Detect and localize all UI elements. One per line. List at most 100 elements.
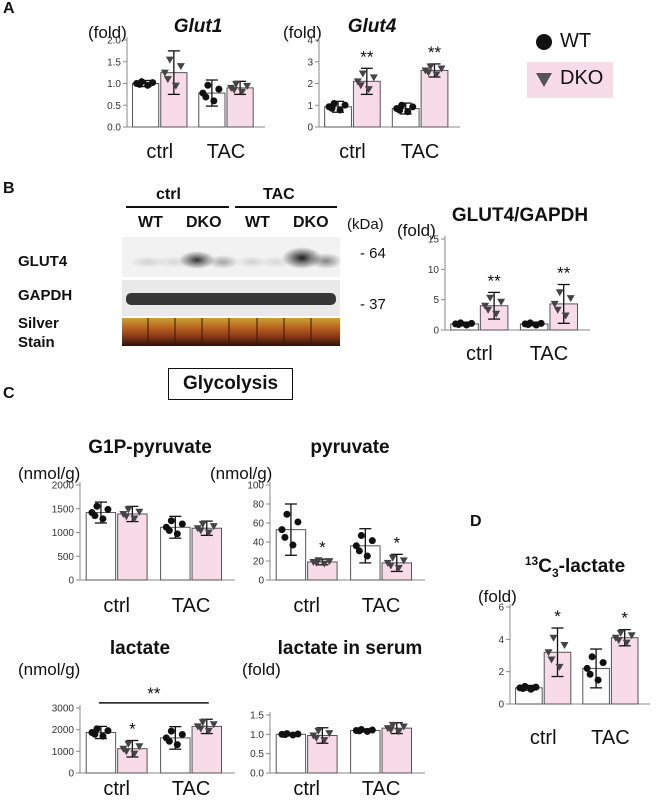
data-point-glut1 bbox=[163, 76, 172, 84]
x-category-label-g1p: ctrl bbox=[103, 595, 130, 617]
chart-title-g1p: G1P-pyruvate bbox=[88, 437, 212, 458]
data-point-g1p bbox=[124, 506, 133, 514]
blot-group-ctrl-line bbox=[126, 206, 229, 208]
blot-lane-1: WT bbox=[138, 214, 163, 231]
bar-lactate-WT-ctrl bbox=[85, 731, 117, 774]
y-tick-label-glut4: 4 bbox=[307, 36, 313, 47]
data-point-g1p bbox=[196, 527, 205, 535]
chart-title-lactate: lactate bbox=[110, 638, 170, 659]
y-tick-label-glut1: 0.0 bbox=[107, 123, 121, 134]
data-point-lactate bbox=[178, 731, 186, 739]
data-point-glut4gapdh bbox=[484, 306, 493, 314]
data-point-c13lactate bbox=[616, 629, 625, 637]
data-point-glut4 bbox=[358, 70, 367, 78]
blot-row-glut4: GLUT4 bbox=[18, 253, 68, 270]
x-category-label-glut4gapdh: ctrl bbox=[466, 343, 493, 365]
data-point-c13lactate bbox=[583, 664, 591, 672]
data-point-pyruvate bbox=[386, 562, 395, 570]
y-tick-label-lactate: 3000 bbox=[52, 704, 75, 715]
data-point-glut1 bbox=[215, 85, 223, 93]
panel-label-a: A bbox=[3, 0, 15, 17]
data-point-pyruvate bbox=[278, 526, 286, 534]
data-point-pyruvate bbox=[281, 533, 289, 541]
x-category-label-c13lactate: ctrl bbox=[530, 727, 557, 749]
data-point-glut4 bbox=[364, 86, 373, 94]
bar-g1p-WT-TAC bbox=[160, 526, 191, 581]
data-point-lactate_serum bbox=[386, 726, 395, 734]
data-point-lactate_serum bbox=[312, 734, 321, 742]
y-tick-label-c13lactate: 2 bbox=[498, 667, 504, 678]
y-tick-label-glut1: 2.0 bbox=[107, 36, 121, 47]
data-point-pyruvate bbox=[294, 518, 302, 526]
y-tick-label-lactate: 0 bbox=[68, 769, 74, 780]
x-category-label-c13lactate: TAC bbox=[591, 727, 630, 749]
data-point-glut4gapdh bbox=[492, 310, 501, 318]
y-tick-label-glut4gapdh: 5 bbox=[433, 295, 439, 306]
data-point-lactate bbox=[167, 727, 175, 735]
data-point-lactate bbox=[91, 730, 99, 738]
panel-label-b: B bbox=[3, 180, 15, 197]
data-point-glut1 bbox=[243, 82, 252, 90]
data-point-g1p bbox=[130, 515, 139, 523]
data-point-c13lactate bbox=[555, 663, 564, 671]
y-tick-label-g1p: 0 bbox=[68, 576, 74, 587]
bar-glut4-DKO-TAC bbox=[420, 69, 449, 128]
kda-label: (kDa) bbox=[347, 216, 384, 233]
data-point-pyruvate bbox=[355, 547, 363, 555]
data-point-glut1 bbox=[136, 80, 144, 88]
chart-g1p: G1P-pyruvate(nmol/g)0500100015002000ctrl… bbox=[18, 437, 235, 617]
y-label-lactate: (nmol/g) bbox=[18, 660, 80, 679]
data-point-lactate bbox=[130, 750, 139, 758]
blot-lane-3: WT bbox=[245, 214, 270, 231]
data-point-g1p bbox=[104, 505, 112, 513]
y-tick-label-pyruvate: 20 bbox=[253, 557, 265, 568]
y-tick-label-pyruvate: 60 bbox=[253, 519, 265, 530]
data-point-lactate bbox=[196, 725, 205, 733]
significance-mark-c13lactate: * bbox=[554, 607, 561, 626]
data-point-g1p bbox=[173, 530, 181, 538]
data-point-lactate bbox=[122, 748, 131, 756]
data-point-lactate bbox=[204, 727, 213, 735]
data-point-pyruvate bbox=[357, 532, 365, 540]
data-point-lactate bbox=[99, 732, 107, 740]
y-tick-label-glut1: 1.0 bbox=[107, 79, 121, 90]
glycolysis-title-box: Glycolysis bbox=[168, 368, 294, 400]
data-point-g1p bbox=[209, 523, 218, 531]
y-tick-label-c13lactate: 0 bbox=[498, 700, 504, 711]
y-tick-label-glut4gapdh: 10 bbox=[428, 265, 440, 276]
data-point-glut4 bbox=[432, 71, 441, 79]
y-tick-label-glut4: 2 bbox=[307, 79, 313, 90]
data-point-glut1 bbox=[165, 56, 174, 64]
data-point-g1p bbox=[165, 527, 173, 535]
y-tick-label-glut4: 0 bbox=[307, 123, 313, 134]
data-point-pyruvate bbox=[352, 542, 360, 550]
y-tick-label-c13lactate: 6 bbox=[498, 603, 504, 614]
blot-group-tac-line bbox=[235, 206, 337, 208]
data-point-c13lactate bbox=[588, 653, 596, 661]
wt-legend-label: WT bbox=[560, 30, 592, 52]
y-label-glut4: (fold) bbox=[283, 23, 322, 42]
data-point-lactate_serum bbox=[314, 727, 323, 735]
data-point-c13lactate bbox=[547, 656, 556, 664]
data-point-lactate_serum bbox=[325, 730, 334, 738]
data-point-glut1 bbox=[176, 63, 185, 71]
data-point-lactate bbox=[104, 727, 112, 735]
bar-lactate_serum-WT-TAC bbox=[350, 729, 381, 774]
data-point-glut1 bbox=[238, 88, 247, 96]
data-point-c13lactate bbox=[627, 632, 636, 640]
x-category-label-glut4: ctrl bbox=[339, 141, 366, 163]
significance-mark-glut4gapdh: ** bbox=[557, 264, 571, 283]
data-point-glut4 bbox=[341, 101, 349, 109]
blot-row-silver: Silver Stain bbox=[18, 315, 59, 351]
y-label-pyruvate: (nmol/g) bbox=[210, 464, 272, 483]
y-tick-label-pyruvate: 40 bbox=[253, 538, 265, 549]
data-point-glut4gapdh bbox=[555, 289, 564, 297]
data-point-lactate bbox=[93, 725, 101, 733]
y-tick-label-glut4gapdh: 0 bbox=[433, 326, 439, 337]
blot-lane-4: DKO bbox=[293, 214, 329, 231]
data-point-c13lactate bbox=[586, 670, 594, 678]
